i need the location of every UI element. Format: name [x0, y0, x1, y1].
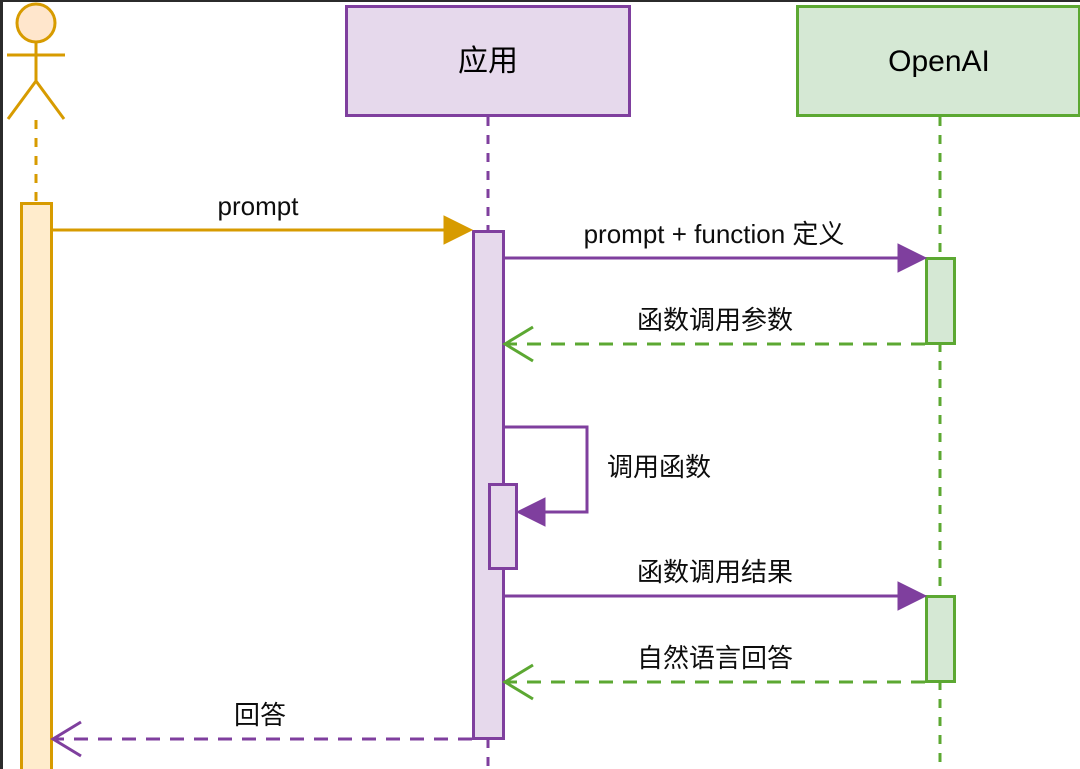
message-answer-arrowhead-icon [50, 720, 82, 758]
message-call-function-loop-line [504, 425, 589, 514]
message-natural-answer-label: 自然语言回答 [637, 643, 793, 673]
sequence-diagram-svg: 应用 OpenAI prompt [6, 2, 1080, 769]
message-answer[interactable]: 回答 [50, 700, 472, 758]
participant-app-label: 应用 [458, 45, 518, 78]
message-function-result[interactable]: 函数调用结果 [504, 557, 928, 611]
message-function-args-arrowhead-icon [502, 325, 534, 363]
activation-openai-second[interactable] [925, 595, 956, 683]
lifelines-group [34, 117, 942, 769]
actor-head-icon [15, 2, 57, 44]
message-function-result-arrowhead-icon [897, 581, 928, 611]
message-function-result-label: 函数调用结果 [637, 557, 793, 587]
activation-openai-first[interactable] [925, 257, 956, 345]
participant-app[interactable]: 应用 [345, 5, 631, 117]
activations-group [20, 202, 956, 769]
participant-openai-label: OpenAI [888, 45, 990, 78]
participant-openai-box[interactable] [796, 5, 1080, 117]
message-natural-answer-arrowhead-icon [502, 663, 534, 701]
message-prompt-function-arrowhead-icon [897, 243, 928, 273]
message-function-args[interactable]: 函数调用参数 [502, 305, 925, 363]
message-prompt-arrowhead-icon [443, 215, 474, 245]
message-answer-label: 回答 [234, 700, 286, 730]
message-function-args-label: 函数调用参数 [637, 305, 793, 335]
activation-app-nested[interactable] [488, 483, 518, 570]
message-call-function-label: 调用函数 [607, 452, 711, 482]
message-prompt-label: prompt [218, 191, 300, 221]
activation-actor[interactable] [20, 202, 53, 769]
participant-openai[interactable]: OpenAI [796, 5, 1080, 117]
message-prompt-function[interactable]: prompt + function 定义 [504, 219, 928, 273]
message-natural-answer[interactable]: 自然语言回答 [502, 643, 925, 701]
message-call-function[interactable]: 调用函数 [504, 425, 711, 527]
message-prompt[interactable]: prompt [52, 191, 474, 245]
actor-stick-figure-icon[interactable] [6, 2, 66, 120]
message-prompt-function-label: prompt + function 定义 [584, 219, 845, 249]
actor-leg-right-line [34, 80, 66, 120]
message-call-function-arrowhead-icon [515, 497, 546, 527]
actor-leg-left-line [6, 80, 38, 120]
participant-app-box[interactable] [345, 5, 631, 117]
